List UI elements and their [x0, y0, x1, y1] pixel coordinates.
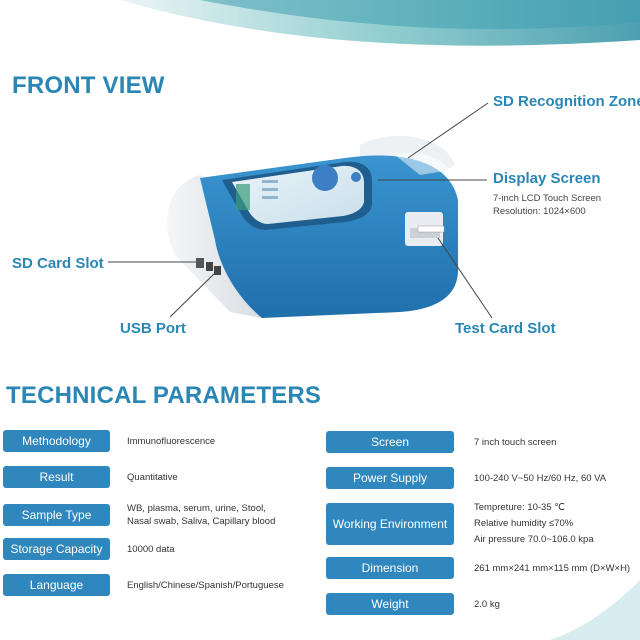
front-view-title: FRONT VIEW: [12, 72, 165, 99]
param-label-result: Result: [3, 466, 110, 488]
bottom-wave-decoration: [550, 580, 640, 640]
param-row: Result Quantitative: [3, 466, 178, 488]
display-screen-note-2: Resolution: 1024×600: [493, 206, 586, 217]
param-value-screen: 7 inch touch screen: [474, 436, 557, 448]
param-label-weight: Weight: [326, 593, 454, 615]
param-row: Sample Type WB, plasma, serum, urine, St…: [3, 502, 275, 528]
param-value-language: English/Chinese/Spanish/Portuguese: [127, 579, 284, 591]
param-label-screen: Screen: [326, 431, 454, 453]
param-label-storage-capacity: Storage Capacity: [3, 538, 110, 560]
param-row: Storage Capacity 10000 data: [3, 538, 175, 560]
param-label-dimension: Dimension: [326, 557, 454, 579]
param-label-sample-type: Sample Type: [3, 504, 110, 526]
param-row: Dimension 261 mm×241 mm×115 mm (D×W×H): [326, 557, 630, 579]
param-value-result: Quantitative: [127, 471, 178, 483]
param-value-dimension: 261 mm×241 mm×115 mm (D×W×H): [474, 562, 631, 574]
param-value-storage-capacity: 10000 data: [127, 543, 175, 555]
param-row: Methodology Immunofluorescence: [3, 430, 215, 452]
usb-port-label: USB Port: [120, 320, 186, 337]
top-wave-decoration: [120, 0, 640, 46]
param-row: Language English/Chinese/Spanish/Portugu…: [3, 574, 284, 596]
display-screen-note-1: 7-inch LCD Touch Screen: [493, 193, 602, 204]
param-value-working-environment: Tempreture: 10-35 ℃ Relative humidity ≤7…: [474, 502, 594, 545]
param-row: Working Environment Tempreture: 10-35 ℃ …: [326, 500, 594, 548]
param-value-sample-type: WB, plasma, serum, urine, Stool, Nasal s…: [127, 503, 276, 527]
param-value-power-supply: 100-240 V~50 Hz/60 Hz, 60 VA: [474, 472, 607, 484]
device-illustration: [108, 102, 493, 319]
sd-card-slot-label: SD Card Slot: [12, 255, 104, 272]
technical-parameters-title: TECHNICAL PARAMETERS: [6, 382, 322, 409]
param-label-working-environment: Working Environment: [326, 503, 454, 545]
param-label-methodology: Methodology: [3, 430, 110, 452]
param-row: Weight 2.0 kg: [326, 593, 500, 615]
test-card-slot-label: Test Card Slot: [455, 320, 556, 337]
param-row: Screen 7 inch touch screen: [326, 431, 556, 453]
param-label-language: Language: [3, 574, 110, 596]
screen-start-circle: [312, 165, 338, 191]
param-value-weight: 2.0 kg: [474, 598, 500, 610]
sd-recognition-zone-label: SD Recognition Zone: [493, 93, 640, 110]
param-label-power-supply: Power Supply: [326, 467, 454, 489]
param-value-methodology: Immunofluorescence: [127, 435, 216, 447]
display-screen-label: Display Screen: [493, 170, 601, 187]
param-row: Power Supply 100-240 V~50 Hz/60 Hz, 60 V…: [326, 467, 606, 489]
